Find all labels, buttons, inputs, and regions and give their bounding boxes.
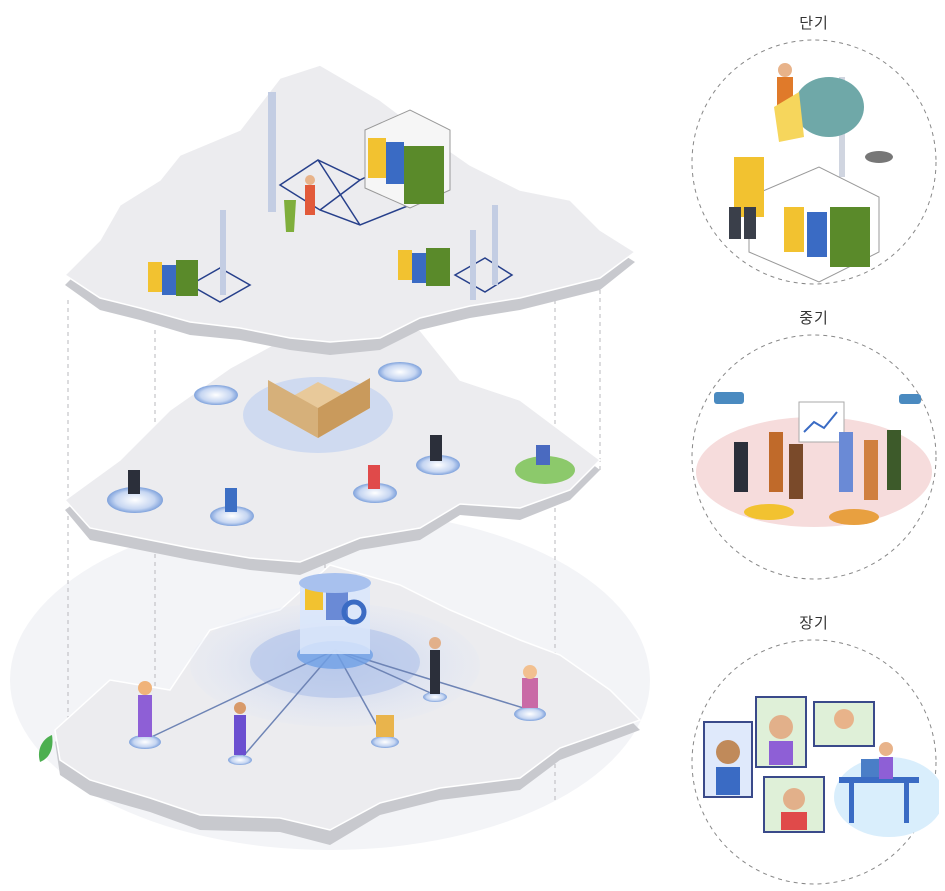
recycling-scene-illustration xyxy=(729,63,893,283)
phase-long-term: 장기 xyxy=(689,610,939,891)
map-layer-bottom xyxy=(38,564,642,845)
office-hub xyxy=(243,377,393,453)
map-layer-top xyxy=(63,64,637,355)
short-term-circle xyxy=(691,39,937,285)
user-pods xyxy=(129,637,546,765)
remote-work-illustration xyxy=(703,696,939,837)
phase-label-short-term: 단기 xyxy=(799,14,829,32)
phase-label-mid-term: 중기 xyxy=(799,309,829,327)
smart-bins xyxy=(148,109,451,296)
worker-figure xyxy=(284,175,315,232)
phase-mid-term: 중기 xyxy=(689,305,939,590)
cctv-poles xyxy=(220,92,498,300)
phase-short-term: 단기 xyxy=(689,10,939,295)
central-hologram-hub xyxy=(297,573,373,669)
map-layer-middle xyxy=(63,329,602,575)
meeting-pods xyxy=(107,362,575,526)
team-meeting-illustration xyxy=(696,392,932,527)
layered-city-illustration xyxy=(10,64,650,850)
mid-term-circle xyxy=(691,334,937,580)
phase-label-long-term: 장기 xyxy=(799,614,829,632)
long-term-circle xyxy=(691,639,939,885)
leaf-icon xyxy=(38,735,53,762)
